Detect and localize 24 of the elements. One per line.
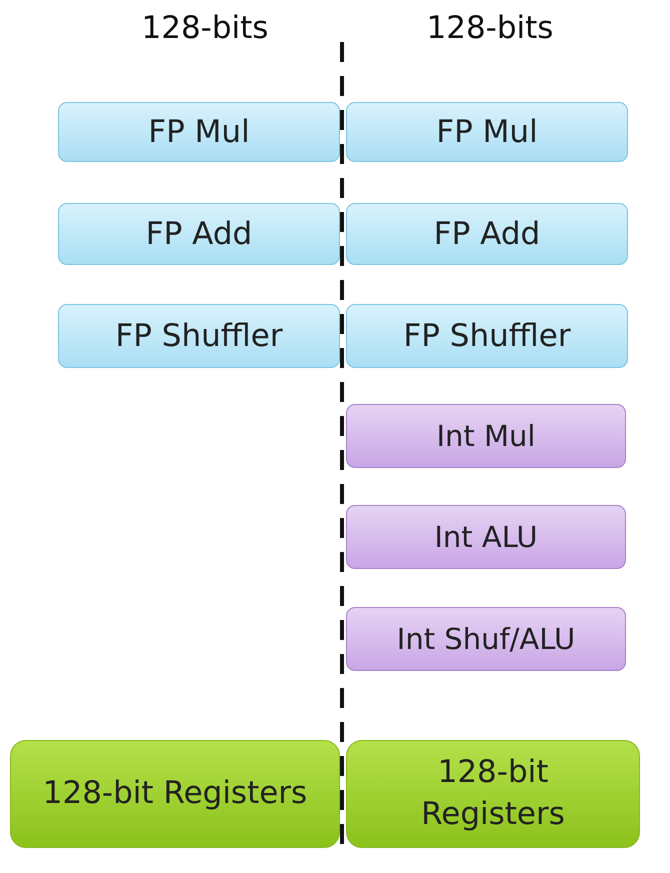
unit-label: 128-bit Registers xyxy=(42,774,308,814)
unit-label: FP Add xyxy=(146,216,252,252)
fp-unit-box xyxy=(346,203,628,265)
unit-label: 128-bit Registers xyxy=(420,753,566,834)
unit-label: Int Mul xyxy=(436,419,536,453)
fp-unit-box xyxy=(58,304,340,368)
unit-label: FP Mul xyxy=(148,114,250,150)
unit-label: FP Shuffler xyxy=(403,318,571,354)
fp-unit-box xyxy=(58,102,340,162)
unit-label: FP Add xyxy=(434,216,540,252)
unit-label: FP Shuffler xyxy=(115,318,283,354)
int-unit-box xyxy=(346,404,626,468)
int-unit-box xyxy=(346,607,626,671)
register-box xyxy=(346,740,640,848)
unit-label: FP Mul xyxy=(436,114,538,150)
width-label: 128-bits xyxy=(142,10,268,46)
register-box xyxy=(10,740,340,848)
fp-unit-box xyxy=(58,203,340,265)
fp-unit-box xyxy=(346,304,628,368)
fp-unit-box xyxy=(346,102,628,162)
unit-label: Int Shuf/ALU xyxy=(396,622,576,656)
width-label: 128-bits xyxy=(426,10,554,46)
unit-label: Int ALU xyxy=(434,520,538,554)
int-unit-box xyxy=(346,505,626,569)
